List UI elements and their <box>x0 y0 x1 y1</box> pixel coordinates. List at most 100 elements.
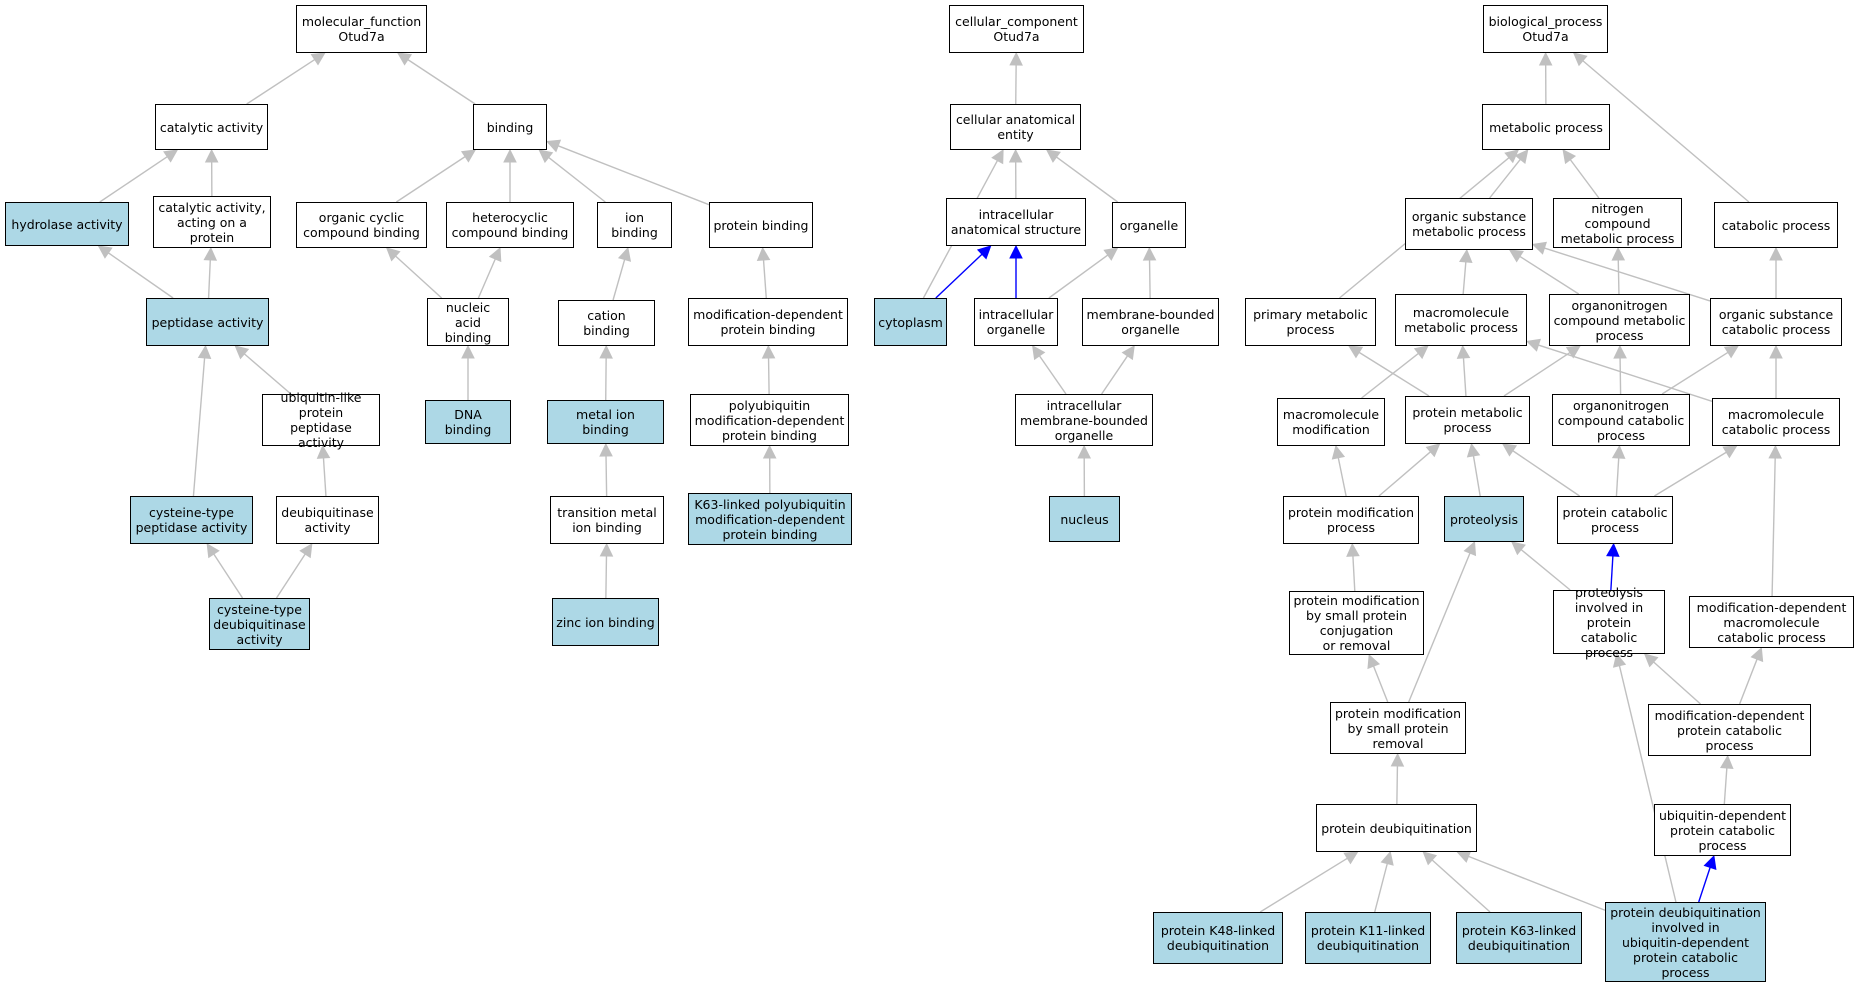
arrowhead-nab-to-orgcyc <box>385 247 401 262</box>
go-term-imbo[interactable]: intracellular membrane-bounded organelle <box>1015 394 1153 446</box>
go-term-mmod[interactable]: macromolecule modification <box>1277 398 1385 446</box>
arrowhead-cyspep-to-pep <box>197 344 212 360</box>
edge-occp-to-oscp <box>1661 351 1729 395</box>
go-term-mbo[interactable]: membrane-bounded organelle <box>1082 298 1219 346</box>
go-term-mmp[interactable]: macromolecule metabolic process <box>1395 294 1527 346</box>
go-term-cae[interactable]: cellular anatomical entity <box>950 104 1081 150</box>
arrowhead-nuc-to-imbo <box>1077 444 1092 459</box>
arrowhead-ocmp-to-ncmp <box>1611 246 1626 261</box>
edge-ionb-to-bind <box>548 156 606 203</box>
go-term-ublpep[interactable]: ubiquitin-like protein peptidase activit… <box>262 390 380 450</box>
go-term-osmp[interactable]: organic substance metabolic process <box>1405 198 1533 250</box>
go-term-cyspep[interactable]: cysteine-type peptidase activity <box>130 496 253 544</box>
go-term-cat[interactable]: catalytic activity <box>155 104 268 150</box>
edge-pdeub-to-pmspr <box>1396 765 1399 805</box>
edge-pmodp-to-protmp <box>1378 451 1431 497</box>
edge-imbo-to-intorg <box>1038 355 1067 395</box>
go-term-org[interactable]: organelle <box>1112 202 1186 248</box>
go-term-protb[interactable]: protein binding <box>709 202 813 248</box>
go-term-moddep[interactable]: modification-dependent protein binding <box>688 298 848 346</box>
arrowhead-cysdeub-to-cyspep <box>206 543 220 559</box>
arrowhead-mmod-to-mmp <box>1413 345 1429 360</box>
edge-mmod-to-mmp <box>1361 352 1419 399</box>
go-term-zinc[interactable]: zinc ion binding <box>552 598 659 646</box>
go-term-nab[interactable]: nucleic acid binding <box>427 298 509 346</box>
go-term-pmspcr[interactable]: protein modification by small protein co… <box>1289 591 1424 655</box>
go-term-cysdeub[interactable]: cysteine-type deubiquitinase activity <box>209 598 310 650</box>
go-term-ionb[interactable]: ion binding <box>597 202 672 248</box>
go-term-mcp[interactable]: macromolecule catabolic process <box>1712 398 1840 446</box>
go-term-trans[interactable]: transition metal ion binding <box>550 496 664 544</box>
arrowhead-ublpep-to-pep <box>234 345 250 360</box>
go-term-oscp[interactable]: organic substance catabolic process <box>1710 298 1842 346</box>
go-term-metp[interactable]: metabolic process <box>1482 104 1610 150</box>
arrowhead-pcp-to-mcp <box>1722 445 1738 459</box>
go-term-nuc[interactable]: nucleus <box>1049 496 1120 542</box>
edge-osmp-to-metp <box>1489 158 1521 199</box>
arrowhead-k63b-to-polyub <box>762 444 777 459</box>
go-term-k63b[interactable]: K63-linked polyubiquitin modification-de… <box>688 493 852 545</box>
go-term-metb[interactable]: metal ion binding <box>547 400 664 444</box>
edge-org-to-cae <box>1056 156 1119 203</box>
arrowhead-pdiudp-to-pdeub <box>1456 850 1472 863</box>
go-term-ocmp[interactable]: organonitrogen compound metabolic proces… <box>1549 294 1690 346</box>
edge-mbo-to-org <box>1148 259 1151 299</box>
go-term-udpcp[interactable]: ubiquitin-dependent protein catabolic pr… <box>1654 804 1791 856</box>
go-term-orgcyc[interactable]: organic cyclic compound binding <box>296 202 427 248</box>
go-term-prot[interactable]: proteolysis <box>1444 496 1524 542</box>
go-term-pdiudp[interactable]: protein deubiquitination involved in ubi… <box>1605 902 1766 982</box>
arrowhead-imbo-to-intorg <box>1032 345 1046 361</box>
go-term-dnab[interactable]: DNA binding <box>425 400 511 444</box>
edge-zinc-to-trans <box>605 555 608 599</box>
go-term-cyto[interactable]: cytoplasm <box>874 298 947 346</box>
go-term-k48[interactable]: protein K48-linked deubiquitination <box>1153 912 1283 964</box>
go-term-ncmp[interactable]: nitrogen compound metabolic process <box>1553 198 1682 248</box>
edge-mmp-to-osmp <box>1462 261 1467 295</box>
go-term-catb[interactable]: cation binding <box>558 300 655 346</box>
go-term-mdmcp[interactable]: modification-dependent macromolecule cat… <box>1689 596 1854 648</box>
go-term-mdpcp[interactable]: modification-dependent protein catabolic… <box>1648 704 1811 756</box>
arrowhead-cae-to-cc <box>1009 51 1023 66</box>
arrowhead-pmodp-to-protmp <box>1425 443 1441 458</box>
arrowhead-catp-to-bp <box>1572 52 1588 67</box>
edge-ublpep-to-pep <box>243 353 292 395</box>
edge-ocmp-to-ncmp <box>1617 259 1620 295</box>
go-term-pmp[interactable]: primary metabolic process <box>1245 298 1376 346</box>
go-term-k63d[interactable]: protein K63-linked deubiquitination <box>1456 912 1582 964</box>
go-term-polyub[interactable]: polyubiquitin modification-dependent pro… <box>690 394 849 446</box>
go-term-bind[interactable]: binding <box>473 104 547 150</box>
edge-cyspep-to-pep <box>192 357 206 497</box>
go-term-pep[interactable]: peptidase activity <box>146 298 269 346</box>
edge-pdiudp-to-pdeub <box>1468 855 1606 911</box>
arrowhead-metp-to-bp <box>1538 51 1553 66</box>
go-term-hetcyc[interactable]: heterocyclic compound binding <box>446 202 574 248</box>
go-term-deub[interactable]: deubiquitinase activity <box>276 496 379 544</box>
go-term-k11[interactable]: protein K11-linked deubiquitination <box>1305 912 1431 964</box>
arrowhead-k48-to-pdeub <box>1343 851 1359 865</box>
go-term-catprot[interactable]: catalytic activity, acting on a protein <box>153 196 271 248</box>
go-term-mf[interactable]: molecular_function Otud7a <box>296 5 427 53</box>
arrowhead-intorg-to-ias <box>1009 244 1023 259</box>
go-term-hyd[interactable]: hydrolase activity <box>5 202 129 246</box>
go-term-occp[interactable]: organonitrogen compound catabolic proces… <box>1552 394 1690 446</box>
go-term-pmspr[interactable]: protein modification by small protein re… <box>1330 702 1466 754</box>
arrowhead-cyto-to-cae <box>991 149 1004 165</box>
go-term-cc[interactable]: cellular_component Otud7a <box>949 5 1084 53</box>
edge-pcp-to-occp <box>1615 457 1620 497</box>
go-term-intorg[interactable]: intracellular organelle <box>974 298 1058 346</box>
go-term-pdeub[interactable]: protein deubiquitination <box>1316 804 1477 852</box>
arrowhead-pmodp-to-mmod <box>1331 444 1346 460</box>
arrowhead-pdiudp-to-udpcp <box>1703 854 1717 871</box>
arrowhead-pdeub-to-pmspr <box>1390 752 1405 767</box>
arrowhead-pcp-to-occp <box>1611 444 1626 459</box>
go-term-bp[interactable]: biological_process Otud7a <box>1483 5 1608 53</box>
go-term-pcp[interactable]: protein catabolic process <box>1557 496 1673 544</box>
edge-pep-to-catprot <box>207 259 211 299</box>
go-term-propcp[interactable]: proteolysis involved in protein cataboli… <box>1553 585 1665 660</box>
go-term-catp[interactable]: catabolic process <box>1714 202 1838 248</box>
go-term-protmp[interactable]: protein metabolic process <box>1405 396 1530 444</box>
go-term-pmodp[interactable]: protein modification process <box>1283 496 1419 544</box>
go-term-ias[interactable]: intracellular anatomical structure <box>946 198 1086 246</box>
edge-pmspcr-to-pmodp <box>1352 555 1356 592</box>
edge-mcp-to-mmp <box>1538 344 1713 402</box>
